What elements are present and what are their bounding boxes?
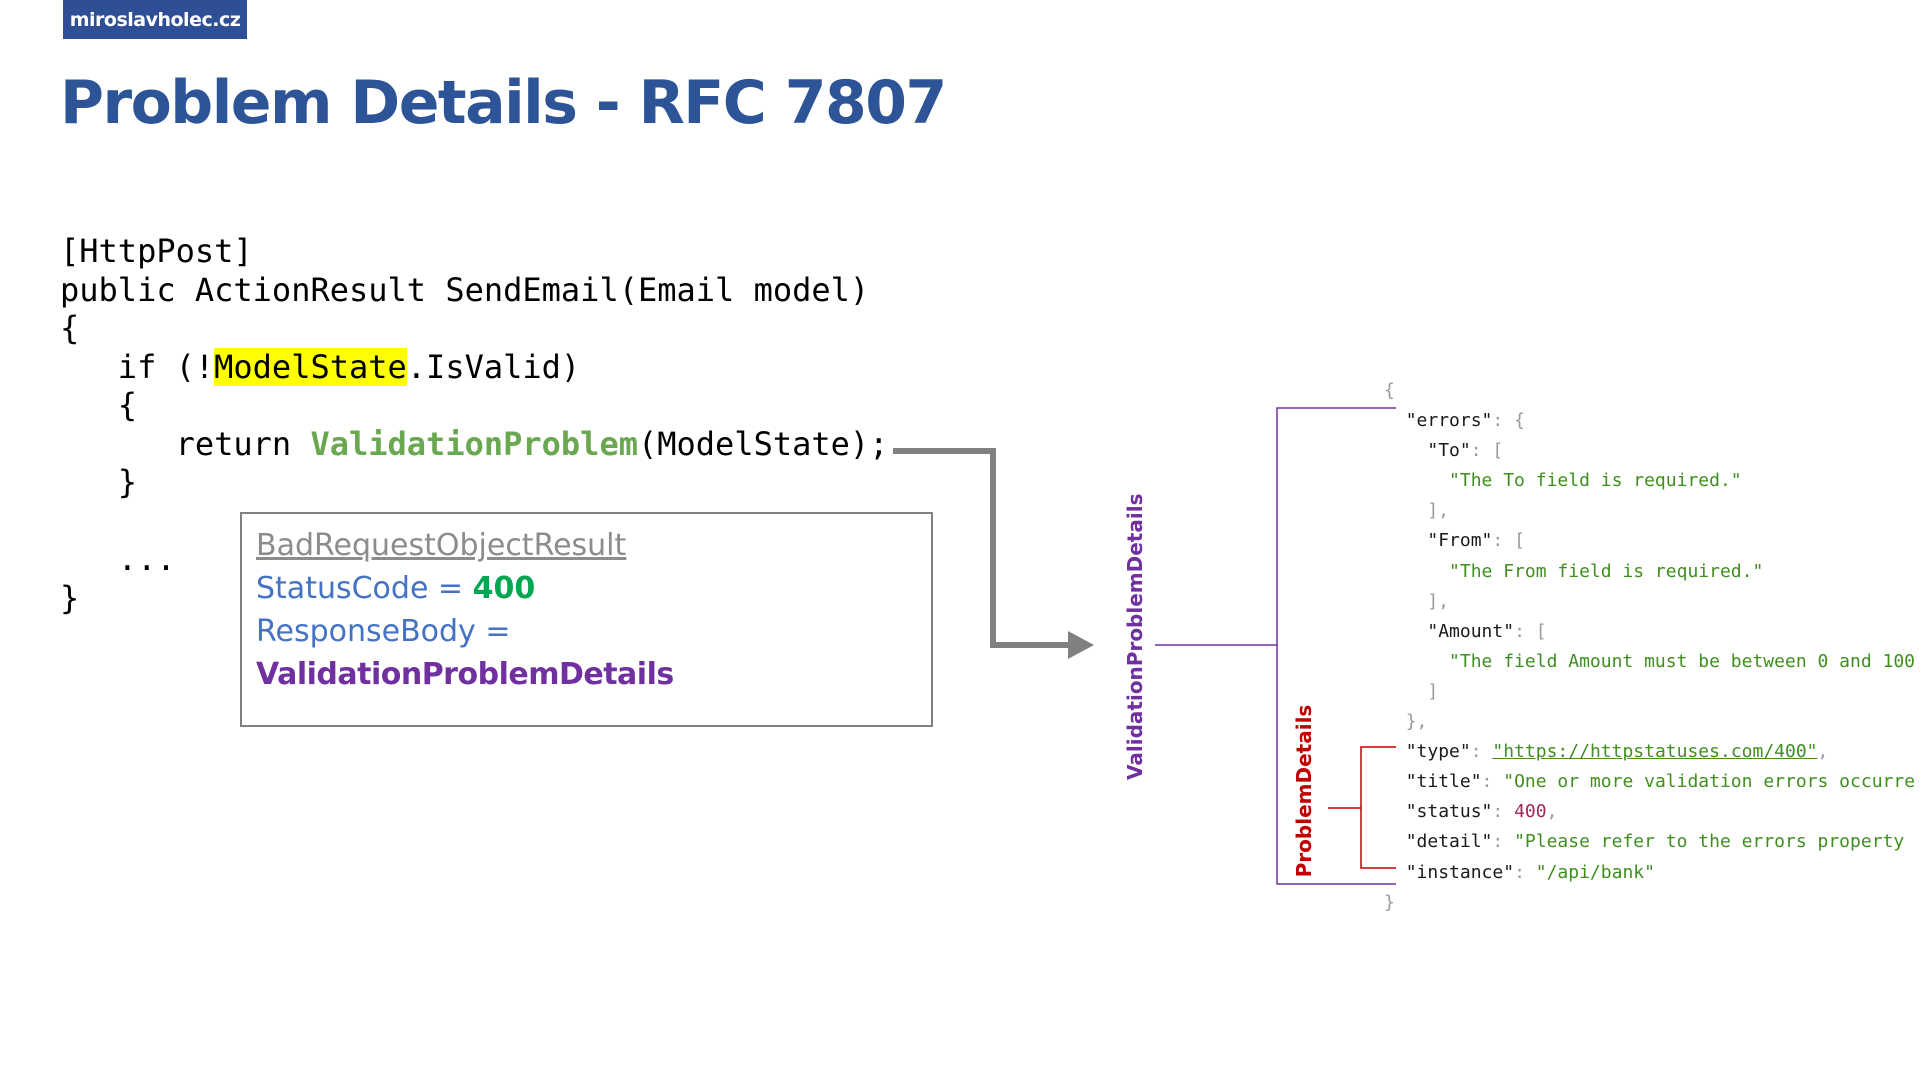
bad-request-result-box: BadRequestObjectResult StatusCode = 400 … — [240, 512, 933, 727]
json-type-link[interactable]: "https://httpstatuses.com/400" — [1492, 741, 1818, 763]
result-class-name: BadRequestObjectResult — [256, 528, 627, 563]
json-close: } — [1384, 891, 1395, 913]
pd-bracket — [1360, 746, 1396, 869]
json-detail-key: "detail" — [1405, 831, 1493, 853]
code-inner-open: { — [60, 386, 138, 424]
json-title-value: "One or more validation errors occurre — [1503, 771, 1916, 793]
flow-arrow-line — [893, 448, 1072, 648]
status-code-value: 400 — [472, 571, 536, 606]
json-status-value: 400 — [1514, 801, 1547, 823]
response-body-key: ResponseBody = — [256, 614, 511, 649]
json-to-message: "The To field is required." — [1449, 470, 1742, 492]
json-response: { "errors": { "To": [ "The To field is r… — [1384, 380, 1916, 913]
code-signature: public ActionResult SendEmail(Email mode… — [60, 270, 870, 309]
code-inner-close: } — [60, 463, 138, 501]
code-if-prefix: if (! — [60, 347, 215, 386]
slide-title: Problem Details - RFC 7807 — [60, 68, 947, 138]
code-attribute: [HttpPost] — [60, 232, 253, 270]
json-instance-value: "/api/bank" — [1535, 861, 1655, 883]
brand-badge[interactable]: miroslavholec.cz — [63, 0, 247, 39]
problem-details-label: ProblemDetails — [1292, 704, 1316, 878]
code-return-prefix: return — [60, 424, 311, 463]
json-type-key: "type" — [1405, 741, 1471, 763]
code-return-suffix: (ModelState); — [637, 424, 889, 463]
code-open-brace: { — [60, 309, 80, 347]
validation-problem-details-label: ValidationProblemDetails — [1123, 493, 1147, 780]
response-body-value: ValidationProblemDetails — [256, 657, 674, 692]
json-status-key: "status" — [1405, 801, 1493, 823]
response-body-line: ResponseBody = ValidationProblemDetails — [256, 610, 917, 696]
json-open: { — [1384, 380, 1395, 401]
code-if-suffix: .IsValid) — [406, 347, 581, 386]
validation-problem-call: ValidationProblem — [310, 424, 638, 463]
json-to-key: "To" — [1427, 440, 1471, 462]
code-close-brace: } — [60, 578, 80, 617]
json-from-message: "The From field is required." — [1449, 560, 1764, 582]
status-code-key: StatusCode = — [256, 571, 473, 606]
json-from-key: "From" — [1427, 530, 1493, 552]
code-ellipsis: ... — [60, 540, 176, 578]
json-errors-key: "errors" — [1405, 410, 1493, 432]
code-snippet: [HttpPost] public ActionResult SendEmail… — [60, 232, 888, 617]
vpd-bracket — [1276, 407, 1396, 885]
status-code-line: StatusCode = 400 — [256, 567, 917, 610]
json-amount-message: "The field Amount must be between 0 and … — [1449, 650, 1916, 672]
modelstate-highlight: ModelState — [214, 347, 407, 386]
json-amount-key: "Amount" — [1427, 620, 1515, 642]
json-detail-value: "Please refer to the errors property — [1514, 831, 1905, 853]
json-instance-key: "instance" — [1405, 861, 1515, 883]
flow-arrow-head — [1068, 631, 1094, 659]
json-title-key: "title" — [1405, 771, 1482, 793]
